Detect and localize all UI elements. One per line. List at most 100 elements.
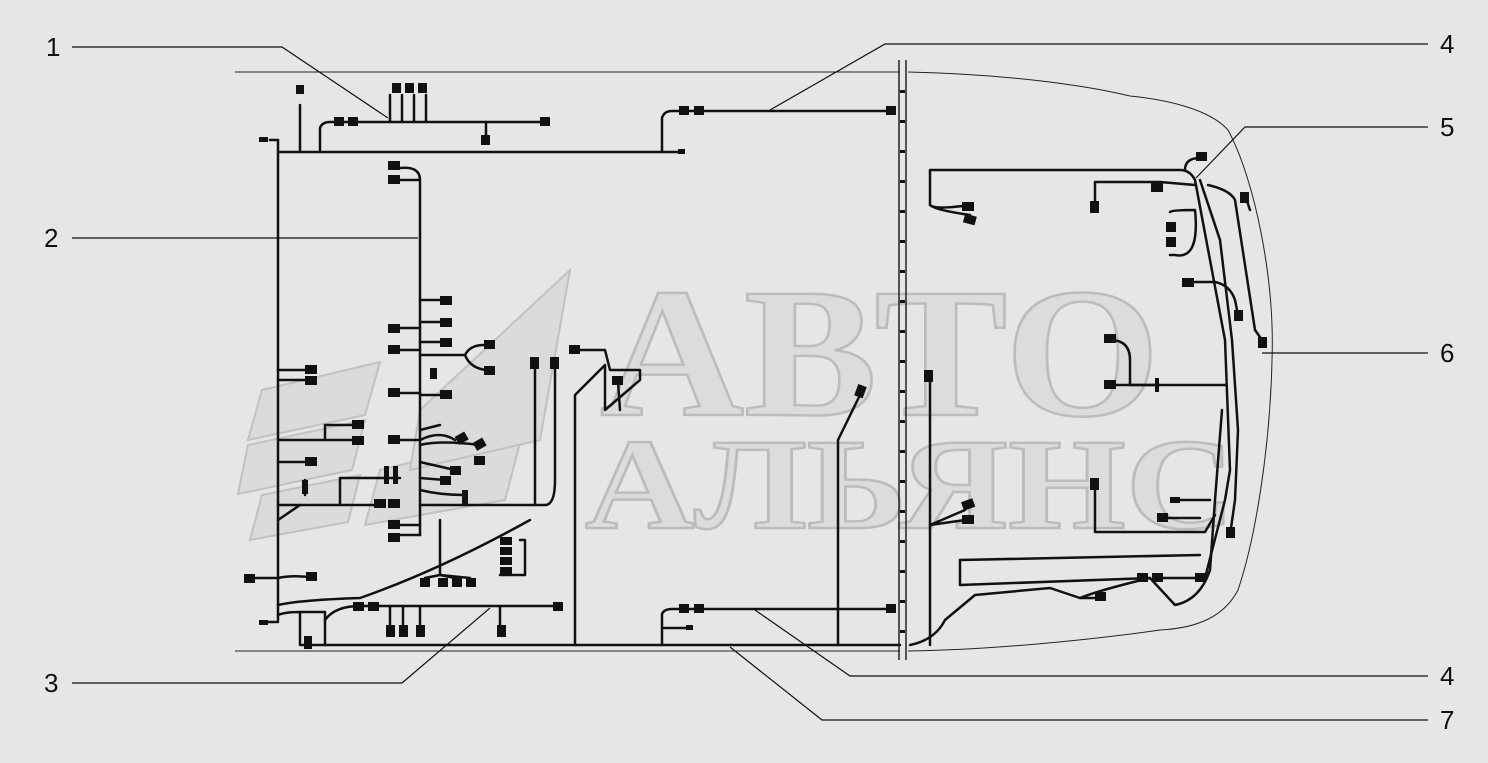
connector-block <box>481 135 490 145</box>
connectors <box>244 83 1267 649</box>
connector-block <box>334 117 344 126</box>
callout-7: 7 <box>1440 705 1455 735</box>
leader-4b <box>754 609 1428 677</box>
watermark-line2: АЛЬЯНС <box>585 413 1235 557</box>
connector-block <box>1240 192 1249 203</box>
connector-block <box>374 499 386 508</box>
connector-block <box>550 357 559 369</box>
connector-block <box>388 388 400 397</box>
connector-block <box>500 547 512 555</box>
callout-1: 1 <box>46 32 61 62</box>
callout-4-bottom: 4 <box>1440 661 1455 691</box>
connector-block <box>1166 237 1176 247</box>
connector-block <box>418 83 427 93</box>
connector-block <box>305 365 317 374</box>
connector-block <box>244 574 255 583</box>
connector-block <box>386 625 395 637</box>
connector-block <box>440 390 452 399</box>
connector-block <box>1195 573 1206 582</box>
connector-block <box>440 338 452 347</box>
connector-block <box>392 83 401 93</box>
callout-2: 2 <box>44 223 59 253</box>
leader-5 <box>1195 126 1428 179</box>
callout-6: 6 <box>1440 338 1455 368</box>
watermark-line1: АВТО <box>600 251 1160 456</box>
leader-7 <box>729 646 1428 721</box>
connector-block <box>388 161 400 170</box>
connector-block <box>962 213 977 226</box>
connector-block <box>886 106 896 115</box>
connector-block <box>1104 380 1116 389</box>
connector-block <box>420 578 430 587</box>
connector-block <box>1196 152 1207 161</box>
leader-1 <box>72 46 389 119</box>
connector-block <box>462 490 468 504</box>
connector-block <box>1182 278 1194 287</box>
connector-block <box>1258 337 1267 348</box>
connector-block <box>384 466 389 484</box>
connector-block <box>1104 334 1116 343</box>
connector-block <box>679 604 689 613</box>
connector-block <box>1226 527 1235 538</box>
connector-block <box>474 456 485 465</box>
connector-block <box>296 85 304 94</box>
connector-block <box>440 476 451 485</box>
connector-block <box>1095 592 1106 601</box>
connector-block <box>416 625 425 637</box>
connector-block <box>259 137 268 142</box>
connector-block <box>1152 573 1163 582</box>
connector-block <box>612 376 623 385</box>
connector-block <box>500 537 512 545</box>
connector-block <box>352 420 364 429</box>
callout-3: 3 <box>44 668 59 698</box>
connector-block <box>388 324 400 333</box>
connector-block <box>306 572 317 581</box>
callout-4-top: 4 <box>1440 29 1455 59</box>
connector-block <box>484 340 495 349</box>
connector-block <box>438 578 448 587</box>
connector-block <box>430 368 437 379</box>
connector-block <box>1137 573 1148 582</box>
connector-block <box>694 604 704 613</box>
callout-5: 5 <box>1440 112 1455 142</box>
watermark: АВТО АЛЬЯНС <box>236 250 1236 558</box>
connector-block <box>1157 513 1168 522</box>
connector-block <box>368 602 379 611</box>
firewall-grommets <box>900 90 905 633</box>
connector-block <box>352 436 364 445</box>
leader-4a <box>769 43 1428 111</box>
connector-block <box>304 636 312 649</box>
connector-block <box>259 620 268 625</box>
car-body-outline <box>235 60 1273 660</box>
connector-block <box>553 602 563 611</box>
connector-block <box>388 499 400 508</box>
connector-block <box>305 457 317 466</box>
connector-block <box>960 498 976 511</box>
connector-block <box>450 466 461 475</box>
connector-block <box>388 520 400 529</box>
connector-block <box>388 345 400 354</box>
connector-block <box>686 625 693 630</box>
connector-block <box>454 431 469 445</box>
callout-leaders <box>72 43 1428 721</box>
wires <box>253 93 1264 647</box>
connector-block <box>388 533 400 542</box>
connector-block <box>530 357 539 369</box>
connector-block <box>854 383 867 399</box>
connector-block <box>1090 478 1099 490</box>
connector-block <box>472 437 487 451</box>
connector-block <box>679 106 689 115</box>
connector-block <box>484 366 495 375</box>
connector-block <box>393 466 398 484</box>
connector-block <box>399 625 408 637</box>
connector-block <box>353 602 364 611</box>
connector-block <box>388 435 400 444</box>
connector-block <box>886 604 896 613</box>
connector-block <box>1166 222 1176 232</box>
connector-block <box>440 296 452 305</box>
connector-block <box>348 117 358 126</box>
connector-block <box>440 318 452 327</box>
connector-block <box>452 578 462 587</box>
